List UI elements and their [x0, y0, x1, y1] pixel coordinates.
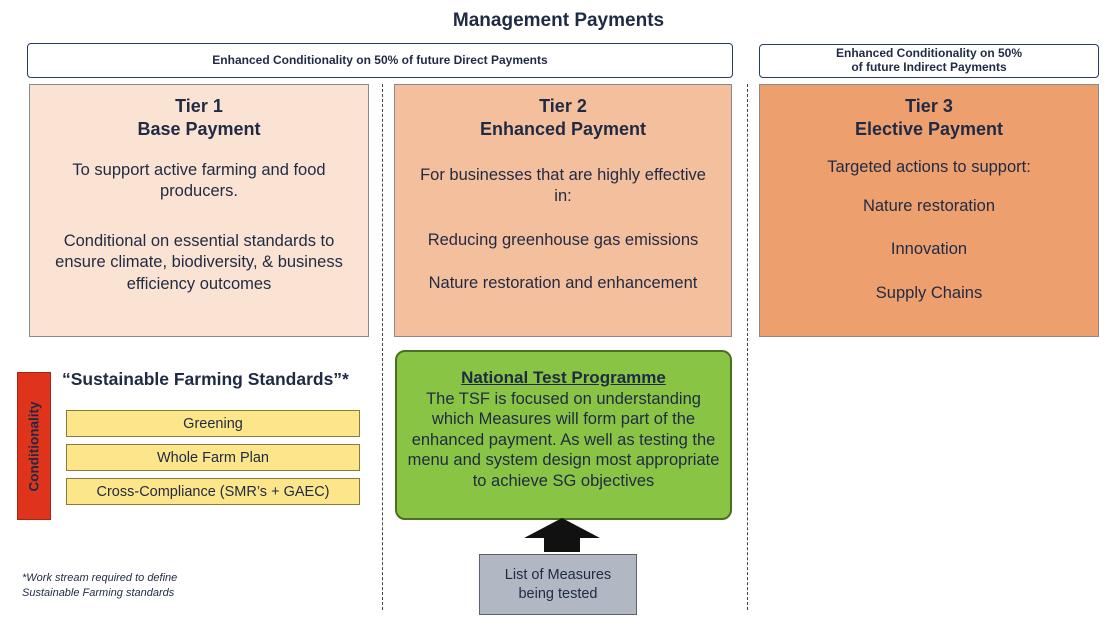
standard-whole-farm-plan: Whole Farm Plan — [66, 444, 360, 471]
list-of-measures-box: List of Measures being tested — [479, 554, 637, 615]
national-test-programme-body: The TSF is focused on understanding whic… — [407, 390, 720, 490]
tier-divider-2 — [747, 84, 748, 610]
tier-1-text-2: Conditional on essential standards to en… — [55, 232, 343, 293]
direct-payments-header: Enhanced Conditionality on 50% of future… — [27, 43, 733, 78]
conditionality-label: Conditionality — [26, 401, 42, 491]
tier-2-heading: Tier 2 Enhanced Payment — [395, 95, 731, 140]
tier-3-name: Elective Payment — [854, 118, 1004, 139]
standard-cross-compliance: Cross-Compliance (SMR’s + GAEC) — [66, 478, 360, 505]
up-arrow-icon — [524, 518, 600, 552]
tier-1-name: Base Payment — [137, 118, 261, 139]
tier-2-box: Tier 2 Enhanced Payment For businesses t… — [394, 84, 732, 337]
tier-3-text-3: Innovation — [890, 240, 968, 258]
tier-2-text-2: Reducing greenhouse gas emissions — [427, 231, 699, 249]
footnote: *Work stream required to define Sustaina… — [22, 572, 178, 599]
national-test-programme-title: National Test Programme — [461, 368, 666, 387]
sustainable-farming-standards-title: “Sustainable Farming Standards”* — [62, 369, 349, 389]
tier-3-box: Tier 3 Elective Payment Targeted actions… — [759, 84, 1099, 337]
tier-3-label: Tier 3 — [905, 96, 953, 116]
conditionality-badge: Conditionality — [17, 372, 51, 520]
tier-1-text-1: To support active farming and food produ… — [72, 161, 326, 201]
tier-2-text-1: For businesses that are highly effective… — [420, 166, 706, 206]
tier-3-text-4: Supply Chains — [875, 284, 983, 302]
up-arrow-shape — [524, 518, 600, 552]
page-title: Management Payments — [452, 10, 665, 31]
tier-2-label: Tier 2 — [539, 96, 587, 116]
standard-greening: Greening — [66, 410, 360, 437]
tier-1-heading: Tier 1 Base Payment — [30, 95, 368, 140]
tier-2-text-3: Nature restoration and enhancement — [428, 274, 698, 292]
indirect-payments-header: Enhanced Conditionality on 50% of future… — [759, 44, 1099, 78]
tier-3-text-1: Targeted actions to support: — [827, 158, 1031, 176]
tier-1-label: Tier 1 — [175, 96, 223, 116]
tier-3-text-2: Nature restoration — [862, 197, 996, 215]
tier-divider-1 — [382, 84, 383, 610]
national-test-programme-box: National Test Programme The TSF is focus… — [395, 350, 732, 520]
tier-3-heading: Tier 3 Elective Payment — [760, 95, 1098, 140]
tier-2-name: Enhanced Payment — [479, 118, 647, 139]
tier-1-box: Tier 1 Base Payment To support active fa… — [29, 84, 369, 337]
